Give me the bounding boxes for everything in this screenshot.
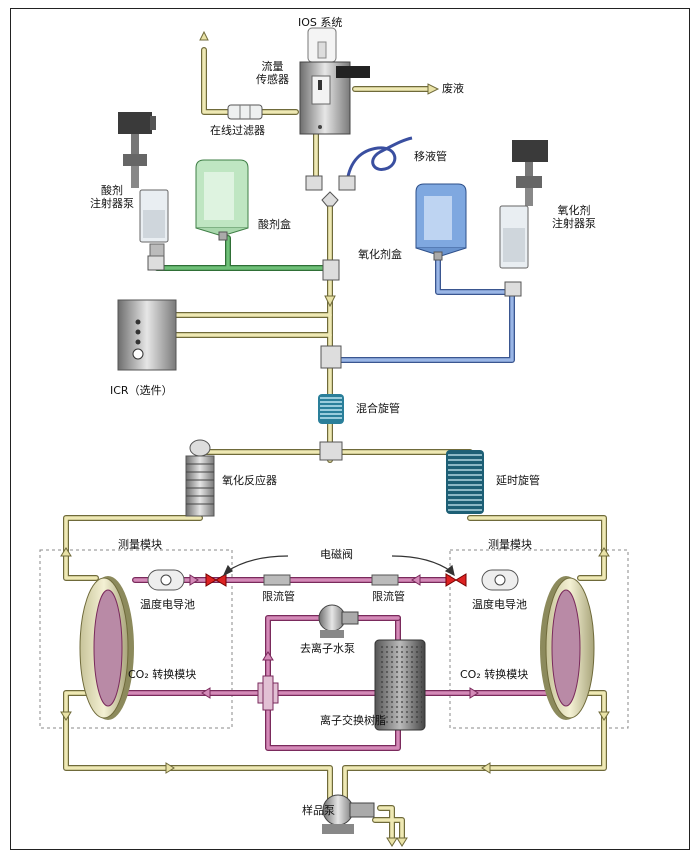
delay-coil [446, 450, 484, 514]
restrictor-left-label: 限流管 [262, 590, 295, 603]
co2-right-label: CO₂ 转换模块 [460, 668, 529, 681]
measure-module-right-label: 测量模块 [488, 538, 532, 551]
acid-syringe-pump [118, 112, 169, 257]
co2-module-right-disk [540, 576, 595, 720]
solenoid-valves [205, 573, 467, 587]
icr-label: ICR（选件） [110, 384, 173, 397]
flow-sensor-label: 流量 传感器 [256, 60, 289, 86]
measure-module-right-box [449, 549, 629, 729]
mix-coil-label: 混合旋管 [356, 402, 400, 415]
ion-exchange-resin [374, 639, 426, 731]
measure-module-left-label: 测量模块 [118, 538, 162, 551]
measure-module-left-box [39, 549, 233, 729]
co2-module-left-disk [79, 576, 134, 720]
pipette-tube [345, 136, 413, 183]
temp-conductivity-cell-left [147, 569, 185, 591]
icr-unit [117, 299, 177, 371]
ion-resin-label: 离子交换树脂 [320, 714, 386, 727]
sample-pump-label: 样品泵 [302, 804, 335, 817]
acid-box-label: 酸剂盒 [258, 218, 291, 231]
di-water-pump [318, 604, 359, 638]
inline-filter-label: 在线过滤器 [210, 124, 265, 137]
waste-label: 废液 [442, 82, 464, 95]
temp-conductivity-cell-right [481, 569, 519, 591]
oxidant-pump-label: 氧化剂 注射器泵 [552, 204, 596, 230]
ios-system-label: IOS 系统 [298, 16, 343, 29]
solenoid-pointers [222, 555, 455, 577]
diagram-frame [10, 8, 690, 850]
oxidant-tubing [337, 255, 515, 363]
acid-pump-label: 酸剂 注射器泵 [90, 184, 134, 210]
oxidant-box-label: 氧化剂盒 [358, 248, 402, 261]
oxidant-syringe-pump [499, 140, 548, 269]
di-pump-label: 去离子水泵 [300, 642, 355, 655]
inline-filter [227, 104, 263, 120]
delay-coil-label: 延时旋管 [496, 474, 540, 487]
cross-junction [257, 675, 279, 711]
oxidant-reagent-box [415, 183, 467, 261]
oxidation-reactor-label: 氧化反应器 [222, 474, 277, 487]
flow-arrows [60, 30, 610, 847]
restrictor-left [263, 574, 291, 586]
pipette-label: 移液管 [414, 150, 447, 163]
restrictor-right-label: 限流管 [372, 590, 405, 603]
sample-pump [322, 794, 375, 834]
acid-reagent-box [195, 159, 249, 241]
temp-cond-left-label: 温度电导池 [140, 598, 195, 611]
acid-tubing [154, 235, 333, 271]
tee-connectors [147, 175, 522, 461]
mixing-coil [318, 394, 344, 424]
ios-flow-sensor-unit [299, 27, 370, 135]
restrictor-right [371, 574, 399, 586]
solenoid-valve-label: 电磁阀 [320, 548, 353, 561]
temp-cond-right-label: 温度电导池 [472, 598, 527, 611]
co2-left-label: CO₂ 转换模块 [128, 668, 197, 681]
oxidation-reactor [185, 439, 215, 517]
